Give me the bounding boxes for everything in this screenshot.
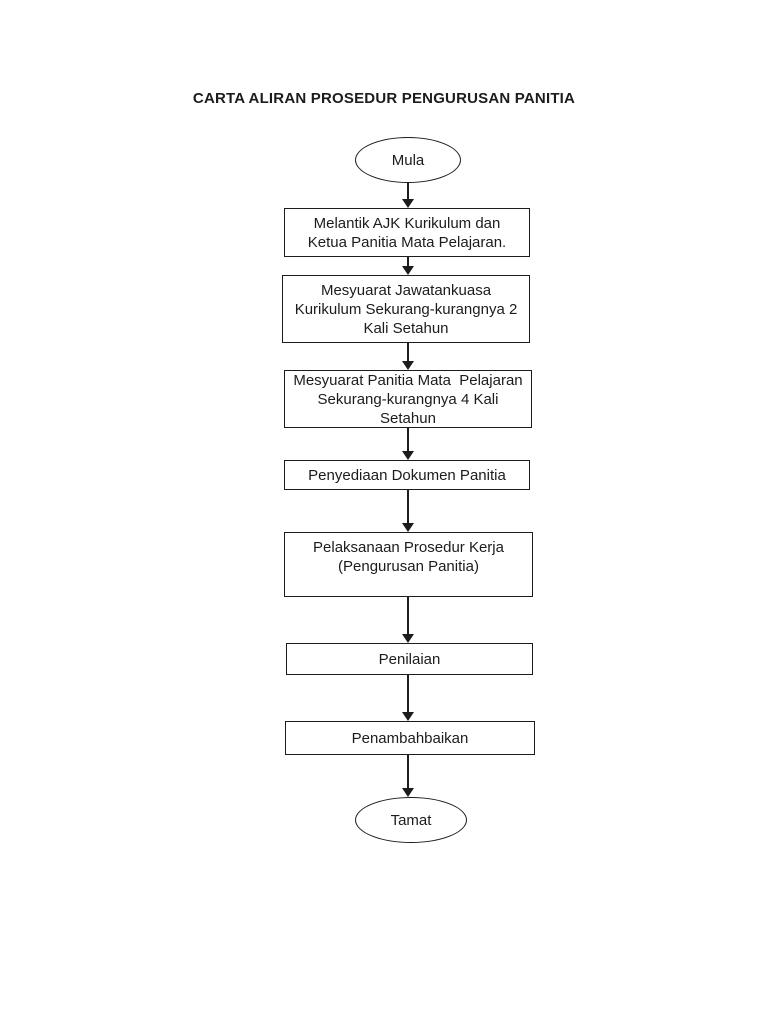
page-title: CARTA ALIRAN PROSEDUR PENGURUSAN PANITIA: [192, 90, 576, 107]
arrow-line: [407, 183, 409, 201]
flow-arrow-down-icon: [402, 183, 414, 208]
flow-arrow-down-icon: [402, 343, 414, 370]
arrow-line: [407, 490, 409, 525]
flow-step-melantik-ajk: Melantik AJK Kurikulum dan Ketua Panitia…: [284, 208, 530, 257]
flow-arrow-down-icon: [402, 755, 414, 797]
arrow-head: [402, 361, 414, 370]
arrow-line: [407, 428, 409, 453]
flow-step-penambahbaikan: Penambahbaikan: [285, 721, 535, 755]
arrow-head: [402, 634, 414, 643]
arrow-line: [407, 755, 409, 790]
arrow-head: [402, 451, 414, 460]
arrow-head: [402, 199, 414, 208]
flow-step-penyediaan-dokumen: Penyediaan Dokumen Panitia: [284, 460, 530, 490]
flow-arrow-down-icon: [402, 428, 414, 460]
flow-start-terminator: Mula: [355, 137, 461, 183]
arrow-head: [402, 523, 414, 532]
arrow-head: [402, 788, 414, 797]
flow-arrow-down-icon: [402, 675, 414, 721]
arrow-line: [407, 257, 409, 268]
flow-arrow-down-icon: [402, 597, 414, 643]
arrow-line: [407, 675, 409, 714]
flow-step-mesyuarat-panitia: Mesyuarat Panitia Mata Pelajaran Sekuran…: [284, 370, 532, 428]
arrow-line: [407, 597, 409, 636]
flow-step-mesyuarat-jawatankuasa: Mesyuarat Jawatankuasa Kurikulum Sekuran…: [282, 275, 530, 343]
flow-arrow-down-icon: [402, 490, 414, 532]
flow-step-pelaksanaan-prosedur: Pelaksanaan Prosedur Kerja (Pengurusan P…: [284, 532, 533, 597]
flow-step-penilaian: Penilaian: [286, 643, 533, 675]
arrow-head: [402, 266, 414, 275]
flow-end-terminator: Tamat: [355, 797, 467, 843]
flow-arrow-down-icon: [402, 257, 414, 275]
arrow-head: [402, 712, 414, 721]
arrow-line: [407, 343, 409, 363]
